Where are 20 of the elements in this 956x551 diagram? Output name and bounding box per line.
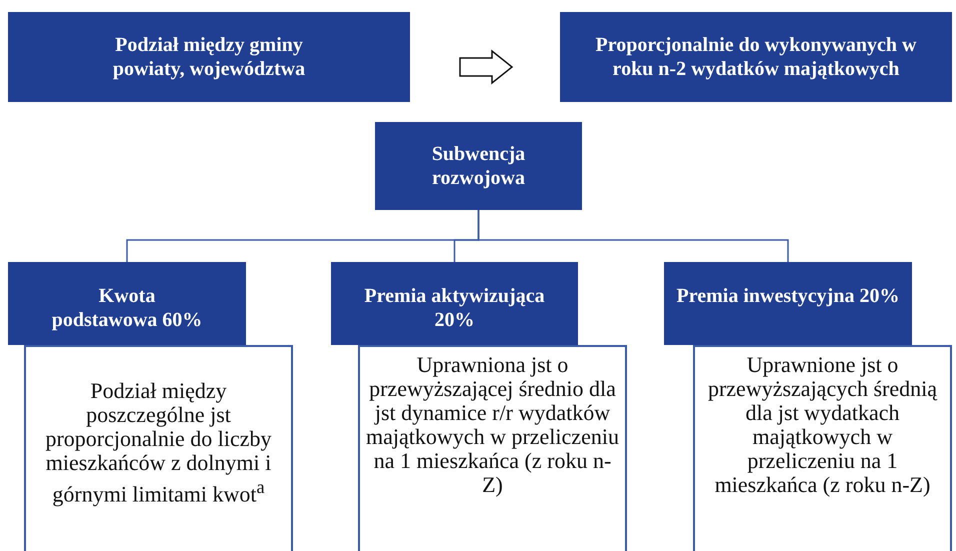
description-text: Podział między poszczególne jst proporcjonalnie do liczby mieszkańców z dolnymi i górnymi limitami kwot$^{a}$ [44,379,273,506]
description-box [24,345,293,551]
header-text: Premia inwestycyjna 20% [676,284,900,308]
description-box [358,345,627,551]
header-text: Kwota podstawowa 60% [50,284,204,332]
header-box [8,12,410,102]
header-box [331,262,578,345]
header-box [664,262,912,345]
header-text: Podział między gminy powiaty, województwa [112,33,306,81]
header-box [8,262,246,345]
block-arrow [459,49,514,85]
description-text: Uprawnione jst o przewyższających średnią dla jst wydatkach majątkowych w przeliczeniu na 1 mieszkańca (z roku n-Z) [706,353,938,497]
header-text: Proporcjonalnie do wykonywanych w roku n-2 wydatków majątkowych [594,33,918,81]
header-box [375,122,582,210]
header-box [560,12,952,102]
description-text: Uprawniona jst o przewyższającej średnio dla jst dynamice r/r wydatków majątkowych w przeliczeniu na 1 mieszkańca (z roku n-Z) [366,353,619,497]
header-text: Subwencja rozwojowa [430,142,526,190]
header-text: Premia aktywizująca 20% [363,284,546,332]
description-box [693,345,952,551]
connector-line [478,210,789,262]
